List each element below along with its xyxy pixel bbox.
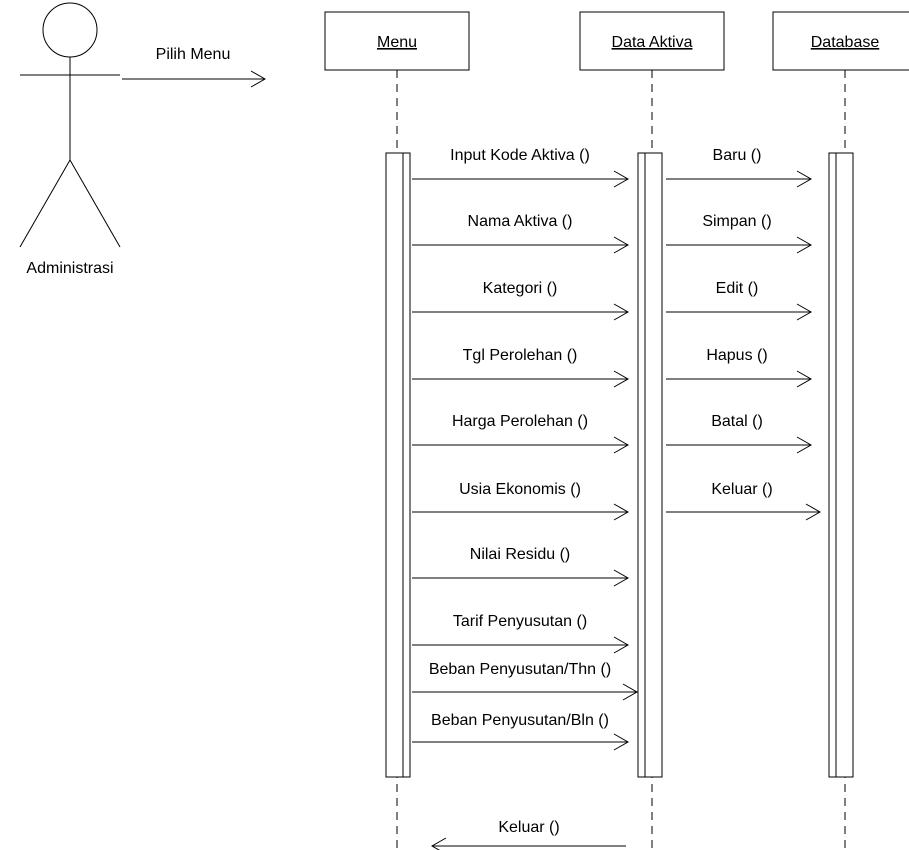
message-label: Baru () <box>713 147 762 164</box>
object-menu: Menu <box>324 11 470 71</box>
message-arrowhead <box>796 170 813 188</box>
message: Nama Aktiva () <box>412 213 630 254</box>
message-arrowhead <box>613 236 630 254</box>
message-return-keluar: Keluar () <box>430 819 626 850</box>
object-label: Data Aktiva <box>612 34 693 51</box>
message-arrowhead <box>622 683 639 701</box>
actor-label: Administrasi <box>26 260 113 277</box>
message-arrowhead <box>796 370 813 388</box>
message-label: Batal () <box>711 413 763 430</box>
message-arrowhead <box>796 236 813 254</box>
message-label: Tgl Perolehan () <box>463 347 578 364</box>
object-box <box>324 11 470 71</box>
menu-to-data-aktiva-messages: Input Kode Aktiva () Nama Aktiva () Katego… <box>412 147 639 751</box>
message-arrowhead <box>613 170 630 188</box>
message-label: Kategori () <box>483 280 558 297</box>
message-label: Beban Penyusutan/Bln () <box>431 712 609 729</box>
message: Batal () <box>666 413 813 454</box>
object-label: Menu <box>377 34 417 51</box>
object-data-aktiva: Data Aktiva <box>579 11 725 71</box>
actor-administrasi: Administrasi <box>19 2 121 277</box>
message-arrowhead <box>805 503 822 521</box>
message-arrowhead <box>250 70 267 88</box>
message-label: Usia Ekonomis () <box>459 481 581 498</box>
message-label: Nilai Residu () <box>470 546 570 563</box>
message: Kategori () <box>412 280 630 321</box>
message-label: Nama Aktiva () <box>468 213 573 230</box>
message-arrowhead <box>613 503 630 521</box>
message: Nilai Residu () <box>412 546 630 587</box>
message-arrowhead <box>613 370 630 388</box>
message-arrowhead <box>430 837 447 850</box>
message: Edit () <box>666 280 813 321</box>
message-arrowhead <box>796 436 813 454</box>
message: Simpan () <box>666 213 813 254</box>
message-label: Beban Penyusutan/Thn () <box>429 661 611 678</box>
activation-bar <box>828 152 854 778</box>
message-label: Keluar () <box>498 819 559 836</box>
message-arrowhead <box>613 436 630 454</box>
message-arrowhead <box>613 569 630 587</box>
message: Usia Ekonomis () <box>412 481 630 521</box>
message-label: Tarif Penyusutan () <box>453 613 587 630</box>
message-label: Simpan () <box>702 213 771 230</box>
message-label: Pilih Menu <box>156 46 231 63</box>
object-database: Database <box>772 11 909 71</box>
message: Harga Perolehan () <box>412 413 630 454</box>
message-label: Edit () <box>716 280 759 297</box>
actor-left-leg <box>19 159 71 248</box>
message: Keluar () <box>666 481 822 521</box>
message: Tarif Penyusutan () <box>412 613 630 654</box>
actor-right-leg <box>69 159 121 248</box>
message-label: Input Kode Aktiva () <box>450 147 590 164</box>
data-aktiva-to-database-messages: Baru () Simpan () Edit () Hapus () Batal () K… <box>666 147 822 521</box>
message-arrowhead <box>613 303 630 321</box>
message: Tgl Perolehan () <box>412 347 630 388</box>
actor-head <box>42 2 98 58</box>
activation-bar <box>637 152 663 778</box>
message-label: Harga Perolehan () <box>452 413 588 430</box>
activation-data-aktiva <box>637 152 663 778</box>
activation-bar <box>385 152 411 778</box>
object-label: Database <box>811 34 880 51</box>
message-label: Keluar () <box>711 481 772 498</box>
message: Baru () <box>666 147 813 188</box>
message: Input Kode Aktiva () <box>412 147 630 188</box>
message: Hapus () <box>666 347 813 388</box>
activation-menu <box>385 152 411 778</box>
message: Beban Penyusutan/Thn () <box>412 661 639 701</box>
message-arrowhead <box>796 303 813 321</box>
message: Beban Penyusutan/Bln () <box>412 712 630 751</box>
message-arrowhead <box>613 733 630 751</box>
message-label: Hapus () <box>706 347 767 364</box>
message-pilih-menu: Pilih Menu <box>122 46 267 88</box>
message-arrowhead <box>613 636 630 654</box>
activation-database <box>828 152 854 778</box>
